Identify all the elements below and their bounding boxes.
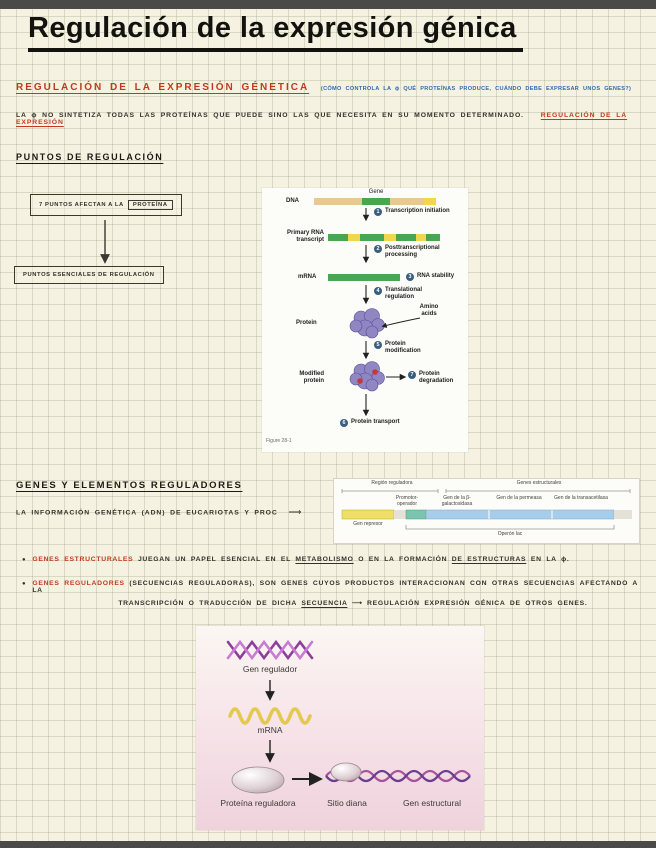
modified-protein-label: Modified protein — [299, 371, 324, 385]
intro-paragraph: LA ϕ NO SINTETIZA TODAS LAS PROTEÍNAS QU… — [16, 112, 650, 126]
figure-operon-shapes — [341, 489, 632, 530]
primary-rna-label: Primary RNA transcript — [286, 230, 324, 244]
protein-chip: PROTEÍNA — [127, 200, 173, 210]
step-number: 2 — [374, 245, 382, 253]
genes-intro-text: LA INFORMACIÓN GENÉTICA (ADN) DE EUCARIO… — [16, 509, 278, 517]
figure-gen-regulador: Gen regulador mRNA Proteína reguladora S… — [196, 626, 484, 830]
right-arrow-icon: ⟶ — [352, 600, 363, 607]
section-regulacion: REGULACIÓN DE LA EXPRESIÓN GÉNETICA (CÓM… — [16, 82, 648, 93]
mrna-label: mRNA — [257, 725, 283, 735]
step-number: 3 — [406, 273, 414, 281]
bullet-continuation: TRANSCRIPCIÓN O TRADUCCIÓN DE DICHA SECU… — [118, 600, 588, 607]
intro-text: LA ϕ NO SINTETIZA TODAS LAS PROTEÍNAS QU… — [16, 112, 524, 119]
mrna-label: mRNA — [298, 274, 317, 280]
bullet-genes-estructurales: ● GENES ESTRUCTURALES JUEGAN UN PAPEL ES… — [22, 556, 644, 564]
proteina-reguladora-label: Proteína reguladora — [220, 798, 296, 808]
page-title: Regulación de la expresión génica — [28, 12, 523, 52]
genes-estructurales-term: GENES ESTRUCTURALES — [32, 556, 134, 563]
bullet-text: GENES ESTRUCTURALES JUEGAN UN PAPEL ESEN… — [32, 556, 570, 563]
gen-regulador-label: Gen regulador — [242, 664, 298, 674]
dna-label: DNA — [286, 198, 299, 204]
figure-operon-lac: Región reguladora Genes estructurales Pr… — [333, 478, 640, 544]
puntos-box-top: 7 PUNTOS AFECTAN A LA PROTEÍNA — [30, 194, 182, 216]
protein-label: Protein — [296, 320, 317, 326]
figure-regulator-shapes — [226, 639, 471, 794]
right-arrow-icon: ⟶ — [288, 507, 303, 517]
step-number: 5 — [374, 341, 382, 349]
step-number: 6 — [340, 419, 348, 427]
section-heading-puntos: PUNTOS DE REGULACIÓN — [16, 152, 164, 162]
gen-permeasa-label: Gen de la permeasa — [496, 495, 542, 501]
figure-caption: Figure 28-1 — [266, 438, 292, 444]
gene-label: Gene — [368, 189, 384, 195]
down-arrow-icon — [100, 220, 110, 264]
bottom-edge-bar — [0, 841, 656, 848]
sitio-diana-label: Sitio diana — [327, 798, 367, 808]
heading-side-note: (CÓMO CONTROLA LA ϕ QUÉ PROTEÍNAS PRODUC… — [320, 86, 632, 92]
section-heading-genes: GENES Y ELEMENTOS REGULADORES — [16, 480, 243, 491]
bullet-text: GENES REGULADORES (SECUENCIAS REGULADORA… — [32, 580, 646, 607]
bullet-icon: ● — [22, 581, 27, 587]
intro-highlight: REGULACIÓN DE LA EXPRESIÓN — [16, 112, 628, 126]
bullet-genes-reguladores: ● GENES REGULADORES (SECUENCIAS REGULADO… — [22, 580, 646, 607]
gen-transacetilasa-label: Gen de la transacetilasa — [554, 495, 608, 501]
operon-lac-label: Operón lac — [497, 531, 523, 537]
puntos-box-bottom: PUNTOS ESENCIALES DE REGULACIÓN — [14, 266, 164, 284]
step-number: 1 — [374, 208, 382, 216]
step-number: 7 — [408, 371, 416, 379]
gen-estructural-label: Gen estructural — [402, 798, 462, 808]
step-number: 4 — [374, 287, 382, 295]
genes-intro-line: LA INFORMACIÓN GENÉTICA (ADN) DE EUCARIO… — [16, 507, 326, 518]
amino-acids-label: Amino acids — [419, 304, 439, 318]
gen-galactosidasa-label: Gen de la β-galactosidasa — [441, 495, 473, 507]
bullet-icon: ● — [22, 557, 27, 563]
top-edge-bar — [0, 0, 656, 9]
section-heading-regulacion: REGULACIÓN DE LA EXPRESIÓN GÉNETICA — [16, 82, 310, 93]
genes-estructurales-label: Genes estructurales — [516, 480, 562, 486]
figure-gene-expression-shapes — [314, 198, 440, 417]
promotor-operador-label: Promotor-operador — [395, 495, 419, 507]
gen-represor-label: Gen represor — [353, 521, 383, 527]
genes-reguladores-term: GENES REGULADORES — [32, 580, 125, 587]
puntos-box-top-text: 7 PUNTOS AFECTAN A LA — [39, 202, 124, 208]
region-reguladora-label: Región reguladora — [371, 480, 413, 486]
